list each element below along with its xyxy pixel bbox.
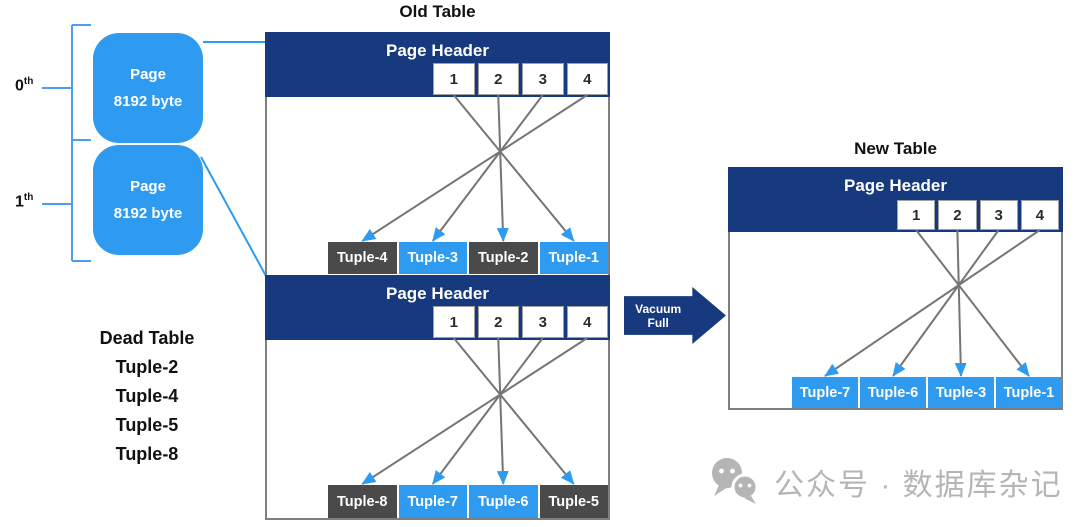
page-index-1: 1th <box>15 192 34 211</box>
slot-row: 1 2 3 4 <box>433 306 608 338</box>
tuple-cell: Tuple-1 <box>996 377 1062 408</box>
old-table-page-2: Page Header 1 2 3 4 Tuple-8 Tuple-7 Tupl… <box>265 275 610 520</box>
old-table-title: Old Table <box>399 2 476 21</box>
tuple-cell: Tuple-6 <box>469 485 538 518</box>
watermark: 公众号 · 数据库杂记 <box>710 458 1063 506</box>
page-header: Page Header 1 2 3 4 <box>728 167 1063 232</box>
slot-cell: 3 <box>522 63 564 95</box>
vacuum-full-label: Vacuum Full <box>635 301 682 330</box>
page-block-1: Page 8192 byte <box>93 145 203 255</box>
slot-cell: 1 <box>433 306 475 338</box>
old-table-page-1: Page Header 1 2 3 4 Tuple-4 Tuple-3 Tupl… <box>265 32 610 275</box>
tuple-cell: Tuple-6 <box>860 377 926 408</box>
tuple-cell: Tuple-1 <box>539 242 608 274</box>
slot-cell: 2 <box>477 63 519 95</box>
slot-cell: 3 <box>979 200 1018 230</box>
page-header-label: Page Header <box>386 41 489 60</box>
tuple-cell: Tuple-2 <box>469 242 538 274</box>
page-body: Tuple-8 Tuple-7 Tuple-6 Tuple-5 <box>265 340 610 520</box>
tuple-row: Tuple-7 Tuple-6 Tuple-3 Tuple-1 <box>792 377 1062 408</box>
page-block-0: Page 8192 byte <box>93 33 203 143</box>
tuple-cell: Tuple-3 <box>398 242 467 274</box>
slot-cell: 4 <box>1020 200 1059 230</box>
tuple-cell: Tuple-8 <box>328 485 397 518</box>
wechat-icon <box>712 458 759 504</box>
page-header-label: Page Header <box>844 176 947 195</box>
page-block-line2: 8192 byte <box>113 93 183 110</box>
slot-cell: 2 <box>938 200 977 230</box>
page-header: Page Header 1 2 3 4 <box>265 32 610 97</box>
slot-row: 1 2 3 4 <box>433 63 608 95</box>
slot-cell: 2 <box>477 306 519 338</box>
tuple-cell: Tuple-7 <box>398 485 467 518</box>
page-block-line2: 8192 byte <box>113 205 183 222</box>
tuple-cell: Tuple-3 <box>928 377 994 408</box>
page-body: Tuple-4 Tuple-3 Tuple-2 Tuple-1 <box>265 97 610 275</box>
slot-cell: 4 <box>566 63 608 95</box>
dead-table-item: Tuple-5 <box>115 415 179 435</box>
page-index-0: 0th <box>15 76 34 95</box>
tuple-cell: Tuple-4 <box>328 242 397 274</box>
vacuum-full-arrow: Vacuum Full <box>624 287 726 344</box>
slot-cell: 4 <box>566 306 608 338</box>
tuple-row: Tuple-4 Tuple-3 Tuple-2 Tuple-1 <box>328 242 608 274</box>
slot-cell: 1 <box>433 63 475 95</box>
new-table-page-1: Page Header 1 2 3 4 Tuple-7 Tuple-6 Tupl… <box>728 167 1063 410</box>
page-header: Page Header 1 2 3 4 <box>265 275 610 340</box>
watermark-text: 公众号 · 数据库杂记 <box>774 469 1063 502</box>
dead-table-title: Dead Table <box>99 328 195 348</box>
page-header-label: Page Header <box>386 284 489 303</box>
page-to-table-connectors <box>200 41 267 277</box>
page-block-line1: Page <box>130 66 166 83</box>
tuple-cell: Tuple-5 <box>539 485 608 518</box>
page-body: Tuple-7 Tuple-6 Tuple-3 Tuple-1 <box>728 232 1063 410</box>
tuple-cell: Tuple-7 <box>792 377 858 408</box>
page-block-line1: Page <box>130 178 166 195</box>
tuple-row: Tuple-8 Tuple-7 Tuple-6 Tuple-5 <box>328 485 608 518</box>
slot-row: 1 2 3 4 <box>897 200 1059 230</box>
dead-table-list: Dead Table Tuple-2 Tuple-4 Tuple-5 Tuple… <box>58 324 236 469</box>
dead-table-item: Tuple-2 <box>115 357 179 377</box>
slot-cell: 1 <box>897 200 936 230</box>
dead-table-item: Tuple-8 <box>115 444 179 464</box>
slot-cell: 3 <box>522 306 564 338</box>
new-table-title: New Table <box>854 139 937 158</box>
dead-table-item: Tuple-4 <box>115 386 179 406</box>
page-index-bracket <box>42 24 91 262</box>
